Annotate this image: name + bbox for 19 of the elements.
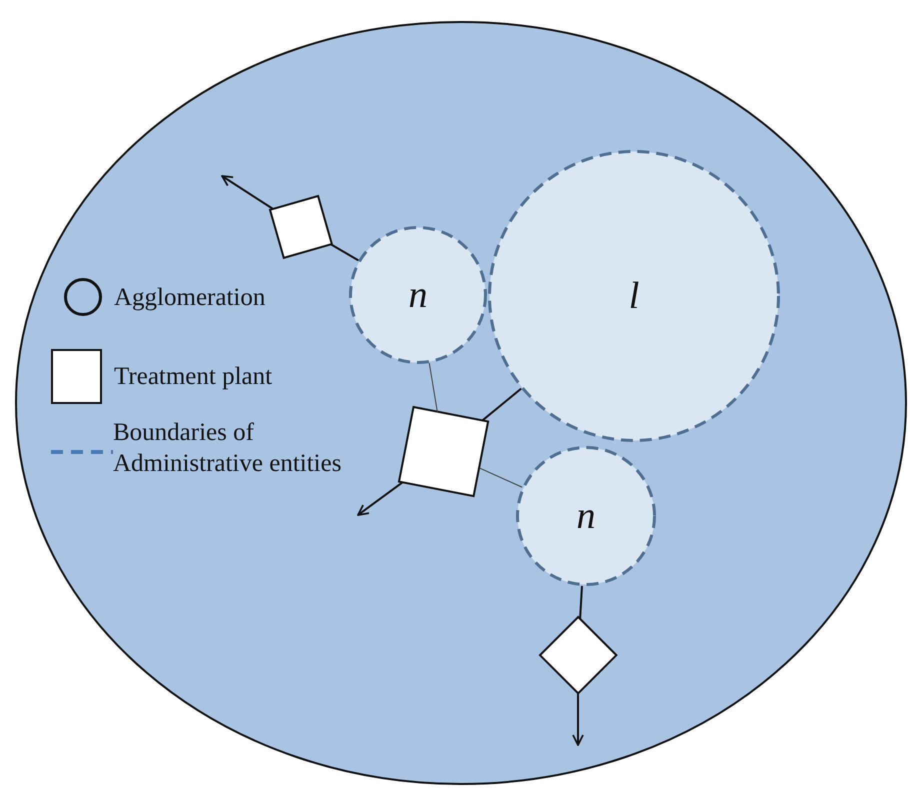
arrow bbox=[572, 693, 584, 746]
circle-label: l bbox=[628, 277, 640, 315]
circle-label: n bbox=[408, 276, 428, 314]
connector-line bbox=[579, 586, 583, 619]
legend-text: Agglomeration bbox=[114, 283, 266, 313]
legend-text: Treatment plant bbox=[114, 362, 274, 392]
dashed-circle bbox=[488, 150, 780, 442]
region-ellipse bbox=[15, 21, 907, 785]
dashed-circle bbox=[349, 226, 487, 364]
connector-line bbox=[330, 244, 359, 262]
circle-label: n bbox=[576, 497, 596, 535]
dashed-circle bbox=[516, 446, 656, 586]
arrow bbox=[221, 175, 274, 210]
diamond-symbol bbox=[540, 616, 616, 694]
arrow bbox=[357, 482, 403, 516]
connector-line bbox=[481, 388, 522, 422]
connector-line bbox=[428, 362, 438, 412]
legend-text: Boundaries of Administrative entities bbox=[113, 418, 342, 480]
connector-line bbox=[479, 468, 523, 488]
